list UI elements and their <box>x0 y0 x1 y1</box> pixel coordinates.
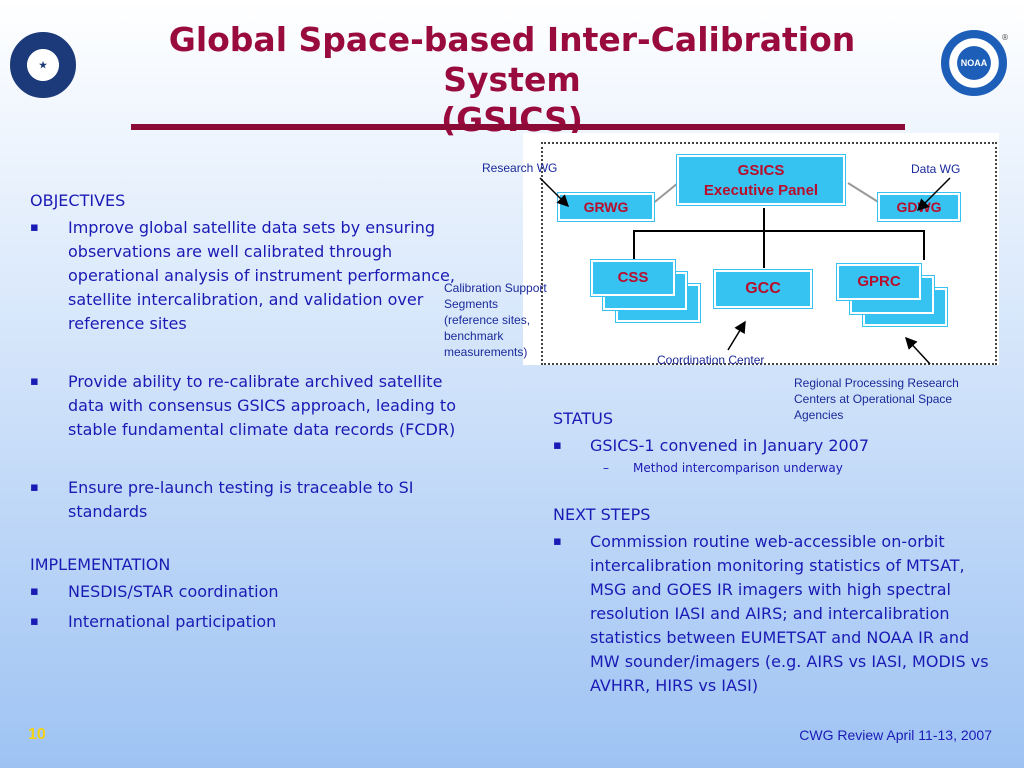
title-line-1: Global Space-based Inter-Calibration Sys… <box>168 20 856 99</box>
diagram-frame <box>541 142 997 365</box>
implementation-item: NESDIS/STAR coordination <box>30 580 470 604</box>
connector-horizontal <box>633 230 923 232</box>
registered-mark: ® <box>1001 33 1009 42</box>
objectives-list: Improve global satellite data sets by en… <box>30 216 470 524</box>
grwg-box: GRWG <box>558 193 654 221</box>
next-steps-list: Commission routine web-accessible on-orb… <box>553 530 993 698</box>
gprc-box: GPRC <box>837 264 921 300</box>
eagle-icon: ★ <box>38 60 48 70</box>
implementation-heading: IMPLEMENTATION <box>30 555 171 574</box>
connector-gprc <box>923 230 925 260</box>
noaa-logo-text: NOAA <box>960 58 988 68</box>
objective-item: Provide ability to re-calibrate archived… <box>30 370 470 442</box>
objectives-heading: OBJECTIVES <box>30 191 126 210</box>
title-divider <box>131 124 905 130</box>
footer-caption: CWG Review April 11-13, 2007 <box>799 727 992 743</box>
exec-panel-line-2: Executive Panel <box>703 182 819 199</box>
objective-item: Ensure pre-launch testing is traceable t… <box>30 476 470 524</box>
connector-trunk <box>763 208 765 230</box>
status-heading: STATUS <box>553 409 614 428</box>
coordination-center-callout: Coordination Center <box>657 353 765 367</box>
regional-processing-callout: Regional Processing Research Centers at … <box>794 376 959 422</box>
page-title: Global Space-based Inter-Calibration Sys… <box>110 20 914 140</box>
objective-item: Improve global satellite data sets by en… <box>30 216 470 336</box>
connector-css <box>633 230 635 260</box>
noaa-seal-icon: NOAA <box>941 30 1007 96</box>
connector-gcc <box>763 230 765 268</box>
exec-panel-box: GSICS Executive Panel <box>677 155 845 205</box>
left-column: OBJECTIVES Improve global satellite data… <box>30 190 470 634</box>
connector-diagonals <box>650 182 884 206</box>
status-sub-item: Method intercomparison underway <box>553 458 993 478</box>
department-of-commerce-seal-icon: ★ <box>10 32 76 98</box>
status-item: GSICS-1 convened in January 2007 <box>553 434 993 458</box>
calibration-support-callout: Calibration Support Segments (reference … <box>444 281 547 359</box>
css-box: CSS <box>591 260 675 296</box>
page-number: 10 <box>28 726 46 743</box>
status-list: GSICS-1 convened in January 2007 <box>553 434 993 458</box>
data-wg-callout: Data WG <box>911 162 961 176</box>
gsics-org-diagram: GSICS Executive Panel GRWG GDWG CSS GCC … <box>523 133 999 365</box>
implementation-list: NESDIS/STAR coordination International p… <box>30 580 470 634</box>
next-steps-item: Commission routine web-accessible on-orb… <box>553 530 993 698</box>
research-wg-callout: Research WG <box>482 161 558 175</box>
implementation-item: International participation <box>30 610 470 634</box>
gcc-box: GCC <box>714 270 812 308</box>
exec-panel-line-1: GSICS <box>737 162 785 179</box>
right-column: STATUS GSICS-1 convened in January 2007 … <box>553 408 993 698</box>
next-steps-heading: NEXT STEPS <box>553 505 651 524</box>
title-line-2: (GSICS) <box>441 100 583 139</box>
